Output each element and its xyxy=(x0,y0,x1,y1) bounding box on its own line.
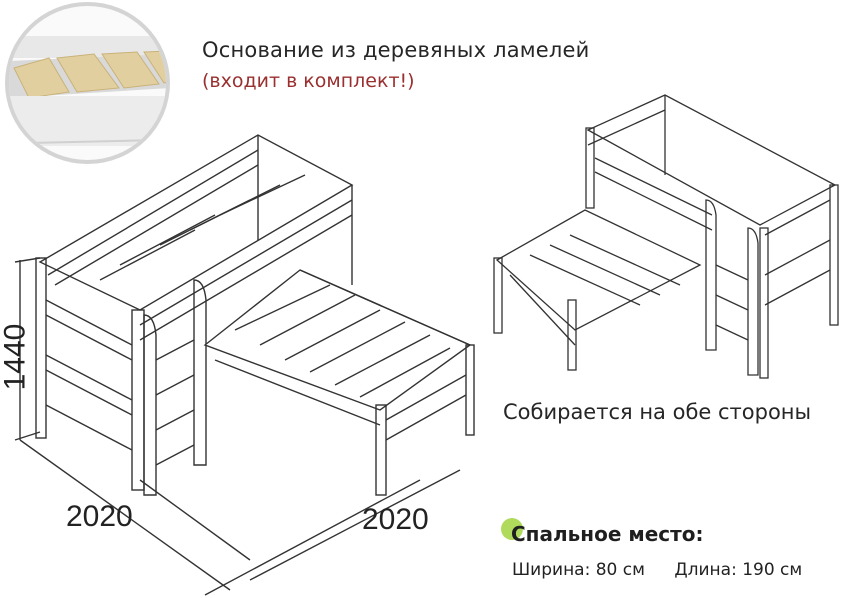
sleeping-place-title: Спальное место: xyxy=(511,522,704,546)
width-left-dimension-label: 2020 xyxy=(66,500,133,533)
assembles-both-sides-caption: Собирается на обе стороны xyxy=(503,400,812,424)
slat-base-title: Основание из деревяных ламелей xyxy=(202,38,590,62)
height-dimension-label: 1440 xyxy=(0,323,32,391)
width-right-dimension-label: 2020 xyxy=(362,503,429,536)
sleeping-place-dimensions: Ширина: 80 см Длина: 190 см xyxy=(512,560,826,580)
slat-base-photo xyxy=(5,2,170,164)
sleeping-length: Длина: 190 см xyxy=(674,560,803,580)
slat-base-included-note: (входит в комплект!) xyxy=(202,70,415,92)
wooden-slats-icon xyxy=(9,36,166,146)
sleeping-width: Ширина: 80 см xyxy=(512,560,645,580)
accent-dot-icon xyxy=(501,518,523,540)
